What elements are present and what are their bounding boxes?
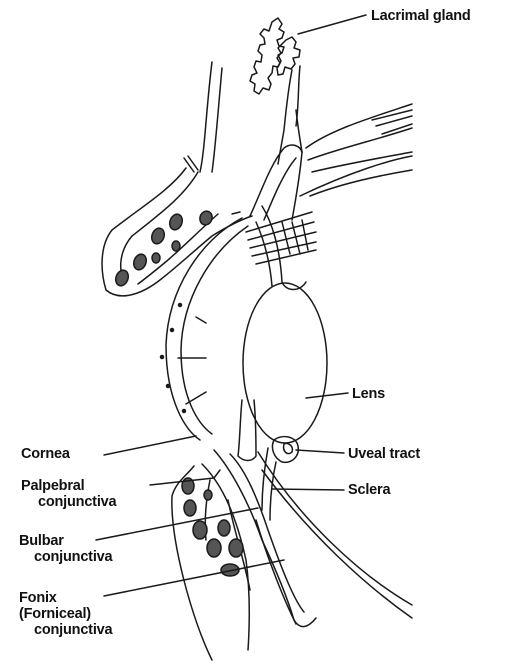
leader-cornea bbox=[104, 436, 196, 455]
cornea-shape bbox=[161, 218, 249, 440]
label-fornix-line2: (Forniceal) bbox=[19, 606, 91, 622]
upper-eyelid bbox=[102, 168, 252, 296]
label-palpebral-line1: Palpebral bbox=[21, 478, 84, 494]
inferior-fornix bbox=[214, 450, 316, 627]
leader-lens bbox=[306, 393, 348, 398]
globe-outline bbox=[258, 156, 412, 618]
label-sclera: Sclera bbox=[348, 482, 390, 498]
label-fornix-line1: Fonix bbox=[19, 590, 57, 606]
lacrimal-gland-shape bbox=[250, 18, 300, 164]
leader-sclera bbox=[272, 489, 344, 490]
leader-lacrimal-gland bbox=[298, 15, 366, 34]
label-palpebral-line2: conjunctiva bbox=[38, 494, 116, 510]
label-fornix-line3: conjunctiva bbox=[34, 622, 112, 638]
leader-fornix bbox=[104, 560, 284, 596]
label-uveal-tract: Uveal tract bbox=[348, 446, 420, 462]
ciliary-body-upper bbox=[246, 206, 316, 290]
label-cornea: Cornea bbox=[21, 446, 70, 462]
lower-eyelid bbox=[172, 464, 250, 660]
orbital-rim-lines bbox=[184, 62, 222, 172]
label-bulbar-line2: conjunctiva bbox=[34, 549, 112, 565]
label-bulbar-line1: Bulbar bbox=[19, 533, 64, 549]
label-lacrimal-gland: Lacrimal gland bbox=[371, 8, 471, 24]
leader-uveal-tract bbox=[296, 450, 344, 453]
label-lens: Lens bbox=[352, 386, 385, 402]
